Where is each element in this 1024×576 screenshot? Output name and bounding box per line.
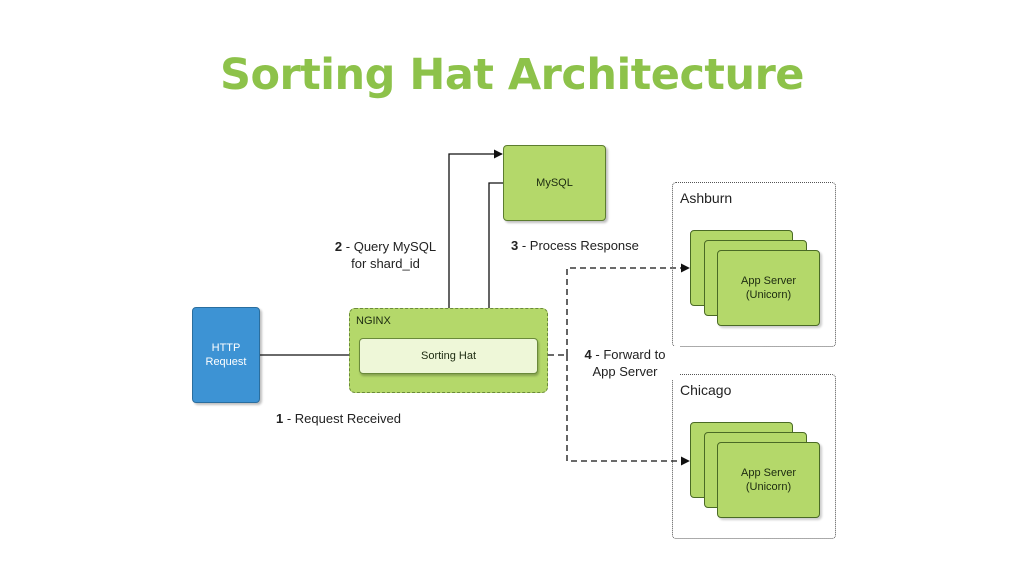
page-title: Sorting Hat Architecture [220,50,804,100]
arrow-forward-ashburn [566,263,690,355]
app-server-ashburn: App Server (Unicorn) [717,250,820,326]
step-4-text-line2: App Server [592,364,658,379]
step-2-text-line2: for shard_id [351,256,420,271]
arrow-forward-chicago [566,355,690,466]
step-3-note: 3 - Process Response [511,237,639,254]
step-3-text: - Process Response [518,238,639,253]
step-2-note: 2 - Query MySQL for shard_id [318,238,453,272]
app-server-label: App Server [740,275,797,287]
sorting-hat-node: Sorting Hat [359,338,538,374]
nginx-label: NGINX [356,315,391,327]
step-1-text: - Request Received [283,411,402,426]
arrow-process-response [484,182,503,338]
app-server-sublabel: (Unicorn) [745,481,792,493]
step-1-note: 1 - Request Received [276,410,401,427]
region-chicago: Chicago [672,374,836,539]
step-2-number: 2 [334,239,343,254]
app-server-chicago: App Server (Unicorn) [717,442,820,518]
arrow-query-mysql [448,149,503,338]
mysql-node: MySQL [503,145,606,221]
region-chicago-label: Chicago [680,382,732,398]
sorting-hat-label: Sorting Hat [420,350,477,362]
step-4-note: 4 - Forward to App Server [570,346,680,380]
step-4-text: - Forward to [591,347,666,362]
http-request-node: HTTP Request [192,307,260,403]
step-3-number: 3 [511,238,519,253]
step-2-text: - Query MySQL [342,239,437,254]
http-label-line2: Request [205,356,247,368]
step-4-number: 4 [584,347,592,362]
app-server-label: App Server [740,467,797,479]
step-1-number: 1 [276,411,284,426]
app-server-sublabel: (Unicorn) [745,289,792,301]
http-label-line1: HTTP [211,342,241,354]
region-ashburn-label: Ashburn [680,190,733,206]
mysql-label: MySQL [536,177,573,189]
region-ashburn: Ashburn [672,182,836,347]
